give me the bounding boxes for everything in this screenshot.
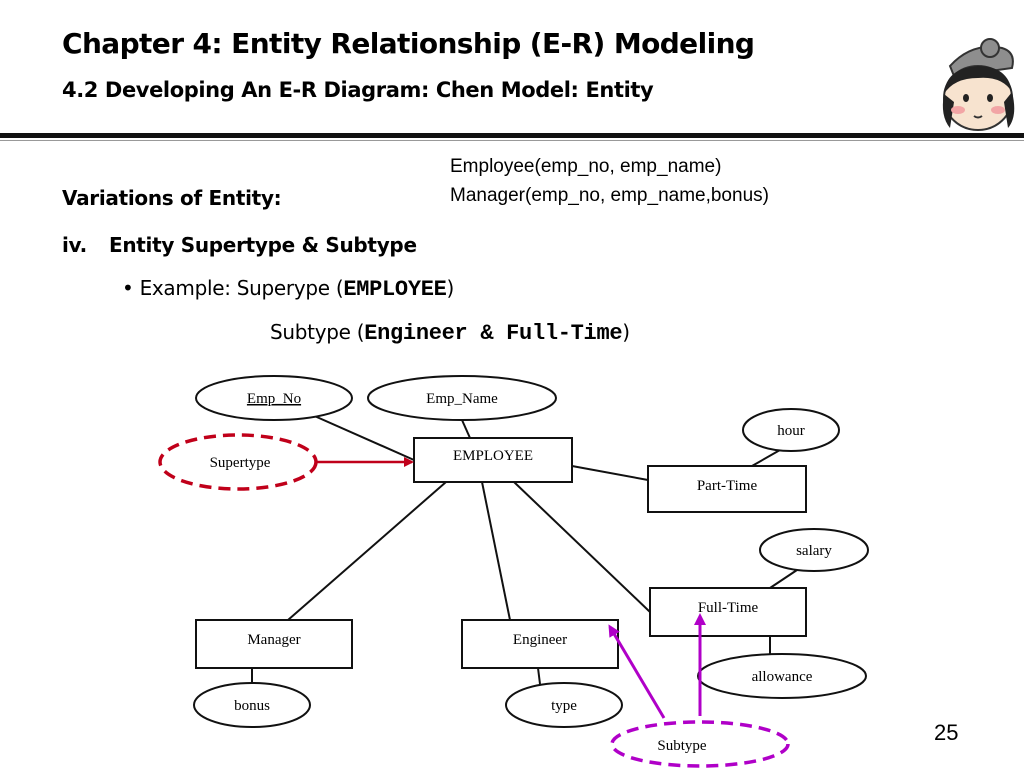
title-divider-thin (0, 140, 1024, 141)
entity-manager (195, 619, 353, 669)
entity-engineer (461, 619, 619, 669)
entity-manager-label: Manager (247, 632, 300, 648)
attribute-bonus (193, 682, 311, 728)
example-suffix: ) (446, 276, 455, 300)
subtype-arrow-engineer (608, 624, 666, 719)
list-item-number: iv. (62, 233, 87, 257)
page-number: 25 (934, 720, 959, 745)
section-heading: Variations of Entity: (62, 186, 282, 210)
schema-employee: Employee(emp_no, emp_name) (450, 156, 722, 177)
attribute-emp-no-label: Emp_No (247, 391, 301, 407)
entity-engineer-label: Engineer (513, 632, 567, 648)
supertype-annotation-label: Supertype (210, 455, 271, 471)
entity-full-time (649, 587, 807, 637)
attribute-allowance (697, 653, 867, 699)
attribute-hour-label: hour (777, 423, 805, 439)
entity-part-time-label: Part-Time (697, 478, 758, 494)
attribute-salary-label: salary (796, 543, 832, 559)
attribute-allowance-label: allowance (752, 669, 813, 685)
attribute-type (505, 682, 623, 728)
example-line: • Example: Superype (EMPLOYEE) (122, 276, 454, 302)
subtype-suffix: ) (622, 320, 630, 344)
bullet-icon: • (122, 276, 134, 300)
slide-title: Chapter 4: Entity Relationship (E-R) Mod… (62, 27, 755, 60)
example-entity: EMPLOYEE (343, 277, 447, 302)
subtype-annotation-label: Subtype (657, 738, 707, 754)
attribute-emp-name-label: Emp_Name (426, 391, 498, 407)
connector-lines (251, 413, 801, 685)
example-prefix: Example: Superype ( (139, 276, 344, 300)
entity-employee-label: EMPLOYEE (453, 448, 533, 464)
subtype-prefix: Subtype ( (270, 320, 365, 344)
schema-manager: Manager(emp_no, emp_name,bonus) (450, 185, 769, 206)
entity-part-time (647, 465, 807, 513)
attribute-bonus-label: bonus (234, 698, 270, 714)
subtype-line: Subtype (Engineer & Full-Time) (270, 320, 630, 346)
subtype-entities: Engineer & Full-Time (364, 321, 623, 346)
cartoon-avatar-icon (942, 38, 1015, 131)
entity-full-time-label: Full-Time (698, 600, 759, 616)
slide-subtitle: 4.2 Developing An E-R Diagram: Chen Mode… (62, 78, 654, 102)
title-divider (0, 133, 1024, 138)
attribute-emp-name (367, 375, 557, 421)
attribute-emp-no (195, 375, 353, 421)
list-item-label: Entity Supertype & Subtype (108, 233, 417, 257)
list-item-iv: iv. Entity Supertype & Subtype (62, 233, 480, 257)
attribute-salary (759, 528, 869, 572)
attribute-type-label: type (551, 698, 577, 714)
relational-schema: Employee(emp_no, emp_name) Manager(emp_n… (450, 152, 769, 210)
entity-employee (413, 437, 573, 483)
attribute-hour (742, 408, 840, 452)
subtype-annotation-ellipse (610, 720, 790, 768)
